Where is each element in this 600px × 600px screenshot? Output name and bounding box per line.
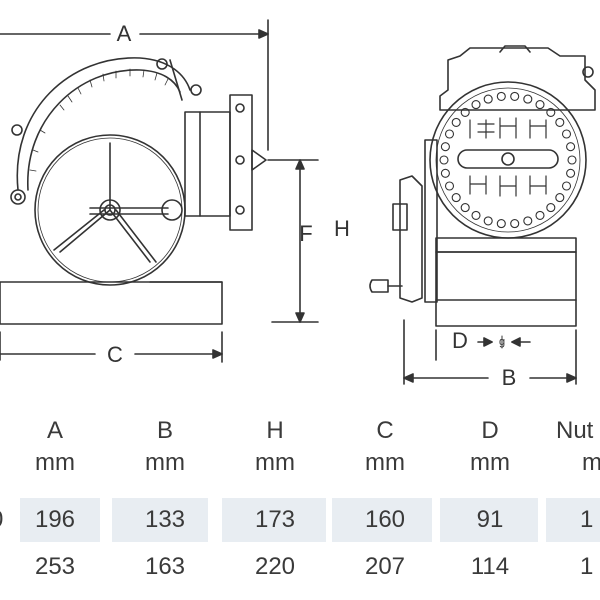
index-hole: [460, 203, 470, 213]
column-header-name: Nut: [556, 417, 594, 444]
index-hole: [561, 129, 572, 139]
column-header-d: D mm: [435, 415, 545, 485]
dim-label-d: D: [452, 328, 468, 353]
dial-arc: [16, 57, 191, 191]
index-hole: [460, 107, 470, 117]
cell-a: 196: [34, 506, 76, 533]
index-hole: [510, 91, 520, 101]
spec-table: A mm B mm H mm C mm D mm Nut m 0 196 133…: [0, 415, 600, 600]
column-header-name: B: [156, 417, 173, 444]
index-hole: [546, 203, 556, 213]
cell-c: 207: [364, 553, 406, 580]
cell-d: 114: [470, 553, 510, 580]
dim-label-b: B: [502, 365, 517, 390]
dim-label-h: H: [334, 216, 350, 241]
column-header-unit: mm: [255, 449, 295, 476]
index-hole: [546, 107, 556, 117]
table-row: 0 196 133 173 160 91 1: [0, 498, 600, 542]
cell-a: 253: [34, 553, 76, 580]
side-base: [435, 251, 577, 327]
index-hole: [523, 216, 533, 226]
dim-label-g: g: [499, 336, 505, 348]
index-hole: [471, 100, 481, 110]
index-hole: [535, 210, 545, 220]
index-hole: [555, 117, 565, 127]
index-hole: [555, 193, 565, 203]
column-header-unit: mm: [35, 449, 75, 476]
cell-b: 133: [144, 506, 186, 533]
index-hole: [567, 155, 577, 165]
lever-knob: [161, 199, 183, 221]
column-header-name: D: [481, 417, 499, 444]
column-header-h: H mm: [220, 415, 330, 485]
side-view: [369, 45, 596, 385]
column-header-name: A: [46, 417, 63, 444]
index-hole: [483, 216, 493, 226]
cell-nut: 1: [580, 506, 594, 533]
cell-d: 91: [476, 506, 504, 533]
front-base: [0, 281, 223, 325]
index-hole: [510, 219, 520, 229]
technical-drawing: A C F H D g B: [0, 19, 596, 390]
cell-h: 220: [254, 553, 296, 580]
index-hole: [439, 155, 449, 165]
index-hole: [561, 181, 572, 191]
index-hole: [471, 210, 481, 220]
cell-b: 163: [144, 553, 186, 580]
index-hole: [440, 142, 450, 152]
column-header-unit: mm: [145, 449, 185, 476]
dim-label-c: C: [107, 342, 123, 367]
cell-h: 173: [254, 506, 296, 533]
index-hole: [523, 94, 533, 104]
column-header-name: C: [376, 417, 394, 444]
dim-label-f: F: [299, 221, 312, 246]
front-view: [0, 19, 319, 363]
column-header-unit: mm: [365, 449, 405, 476]
index-plate: [429, 81, 587, 239]
index-hole: [451, 193, 461, 203]
index-holes: [439, 91, 577, 229]
index-hole: [496, 91, 506, 101]
cell-c: 160: [364, 506, 406, 533]
dimension-a-line: [0, 19, 269, 151]
index-hole: [566, 142, 576, 152]
column-header-unit: m: [582, 449, 600, 476]
table-row: . 253 163 220 207 114 1: [0, 545, 600, 589]
index-hole: [451, 117, 461, 127]
cell-nut: 1: [580, 553, 594, 580]
index-hole: [444, 129, 455, 139]
index-hole: [483, 94, 493, 104]
index-hole: [444, 181, 455, 191]
index-hole: [440, 168, 450, 178]
column-header-b: B mm: [110, 415, 220, 485]
column-header-name: H: [266, 417, 284, 444]
index-hole: [566, 168, 576, 178]
crank-handle: [369, 279, 389, 293]
column-header-nut: Nut m: [556, 415, 600, 485]
column-header-a: A mm: [0, 415, 110, 485]
dim-label-a: A: [117, 21, 132, 46]
row-label: 0: [0, 498, 14, 542]
index-hole: [496, 219, 506, 229]
column-header-c: C mm: [330, 415, 440, 485]
index-hole: [535, 100, 545, 110]
column-header-unit: mm: [470, 449, 510, 476]
